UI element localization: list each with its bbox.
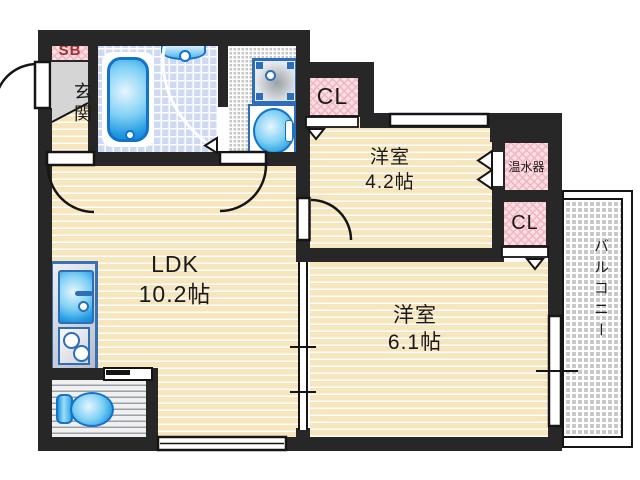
ldk-name: LDK [151,251,199,277]
bathtub-basin [107,57,149,142]
washing-machine-pan [252,58,298,104]
wall-right-lower [548,424,562,451]
wall-heater-stub-top [492,140,503,152]
wall-bath-left [88,42,98,156]
bedroom2-name: 洋室 [393,304,437,327]
bedroom2-label: 洋室 6.1帖 [320,302,510,357]
bathtub-drain [125,130,135,140]
pan-corner [256,62,263,69]
water-heater: 温水器 [503,141,550,192]
wall-closet-lower-left [492,200,502,248]
entrance-label: 玄関 [72,82,92,126]
closet-lower-door [501,246,549,258]
closet-lower-label: CL [511,212,539,234]
wall-closet-upper-top [296,62,374,76]
wall-right-upper [548,113,562,318]
kitchen-faucet-knob [78,301,89,312]
ldk-label: LDK 10.2帖 [85,250,265,310]
pan-corner [256,93,263,100]
wall-closet-upper-right [360,62,374,128]
balcony-label: バルコニー [592,238,609,343]
ldk-size: 10.2帖 [138,280,212,307]
bedroom2-floor [310,262,550,437]
bedroom1-size: 4.2帖 [365,171,415,193]
wall-bath-right [218,42,228,156]
toilet-bowl [70,392,114,427]
wall-bottom [38,437,562,451]
water-heater-label: 温水器 [508,160,545,174]
wall-under-strip [38,152,310,166]
closet-upper-label: CL [316,83,349,109]
bedroom1-door-leaf [296,196,311,242]
bedroom1-name: 洋室 [369,147,410,168]
balcony-window [547,314,563,428]
stove-burner [63,332,80,349]
kitchen-faucet [75,291,93,296]
sliding-partition [298,262,308,430]
pan-corner [287,62,294,69]
closet-lower: CL [502,200,548,247]
stove-burner [73,345,90,362]
closet-upper: CL [305,76,360,117]
bath-sink-faucet [179,50,191,62]
wall-left [38,30,52,451]
balcony [562,190,633,448]
pan-corner [287,93,294,100]
wall-heater-top [490,128,562,142]
bathtub [102,52,154,147]
wall-top [38,30,310,46]
pan-drain [265,70,276,81]
wall-ldk-east-upper [296,166,310,200]
stove [58,327,90,365]
wall-bedroom1-top [360,113,550,128]
balcony-deck [564,198,623,438]
vanity-handle [285,120,293,142]
vanity-unit [248,104,296,154]
kitchen-sink [58,270,94,324]
partition-end-nub [296,428,310,437]
bedroom1-label: 洋室 4.2帖 [300,146,480,195]
wall-heater-closet-sep [492,192,562,200]
bedroom2-size: 6.1帖 [387,331,443,355]
front-door-arc [0,62,38,90]
wall-toilet-top [38,368,156,380]
wall-toilet-right [146,368,158,451]
wall-bedroom-sep [296,248,504,262]
